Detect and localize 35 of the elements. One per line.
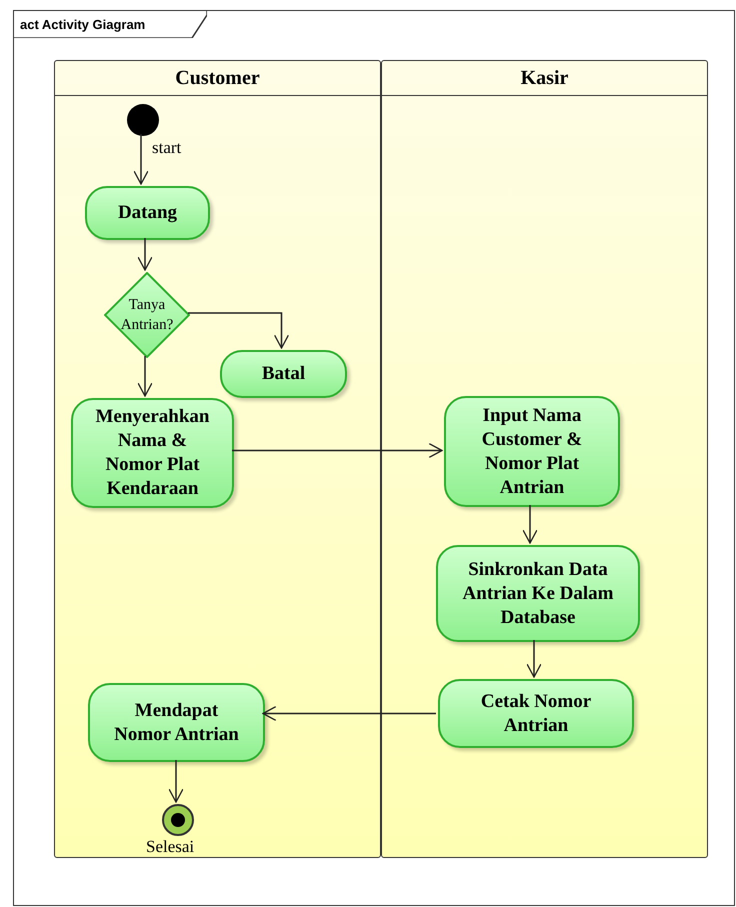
action-label: Menyerahkan Nama & Nomor Plat Kendaraan [94, 405, 210, 501]
control-flow-arrow [137, 356, 153, 397]
swimlane-header: Customer [55, 61, 380, 96]
control-flow-arrow [133, 134, 149, 185]
control-flow-arrow [188, 312, 290, 349]
action-label: Datang [118, 201, 178, 225]
action-label: Batal [262, 362, 306, 386]
initial-node [127, 104, 159, 136]
control-flow-arrow [168, 760, 184, 803]
node-caption: Selesai [146, 837, 194, 857]
control-flow-arrow [262, 706, 436, 722]
action-label: Cetak Nomor Antrian [480, 690, 592, 738]
action-label: Sinkronkan Data Antrian Ke Dalam Database [462, 558, 614, 630]
control-flow-arrow [232, 442, 443, 458]
action-node [71, 398, 234, 508]
frame-tab: act Activity Giagram [14, 11, 207, 38]
decision-label: Tanya Antrian? [120, 296, 174, 335]
diagram-frame [13, 10, 735, 906]
node-caption: start [152, 138, 182, 158]
action-node [88, 683, 265, 762]
action-node [444, 396, 620, 507]
action-node [438, 679, 634, 748]
action-node [436, 545, 640, 642]
swimlane-header: Kasir [382, 61, 707, 96]
action-node [85, 186, 210, 240]
action-label: Input Nama Customer & Nomor Plat Antrian [480, 404, 584, 500]
action-node [220, 350, 347, 398]
control-flow-arrow [137, 238, 153, 271]
action-label: Mendapat Nomor Antrian [113, 698, 240, 746]
control-flow-arrow [526, 640, 542, 678]
swimlane [54, 60, 381, 858]
control-flow-arrow [522, 505, 538, 544]
final-node [162, 804, 194, 836]
decision-diamond [104, 272, 190, 358]
swimlane [381, 60, 708, 858]
